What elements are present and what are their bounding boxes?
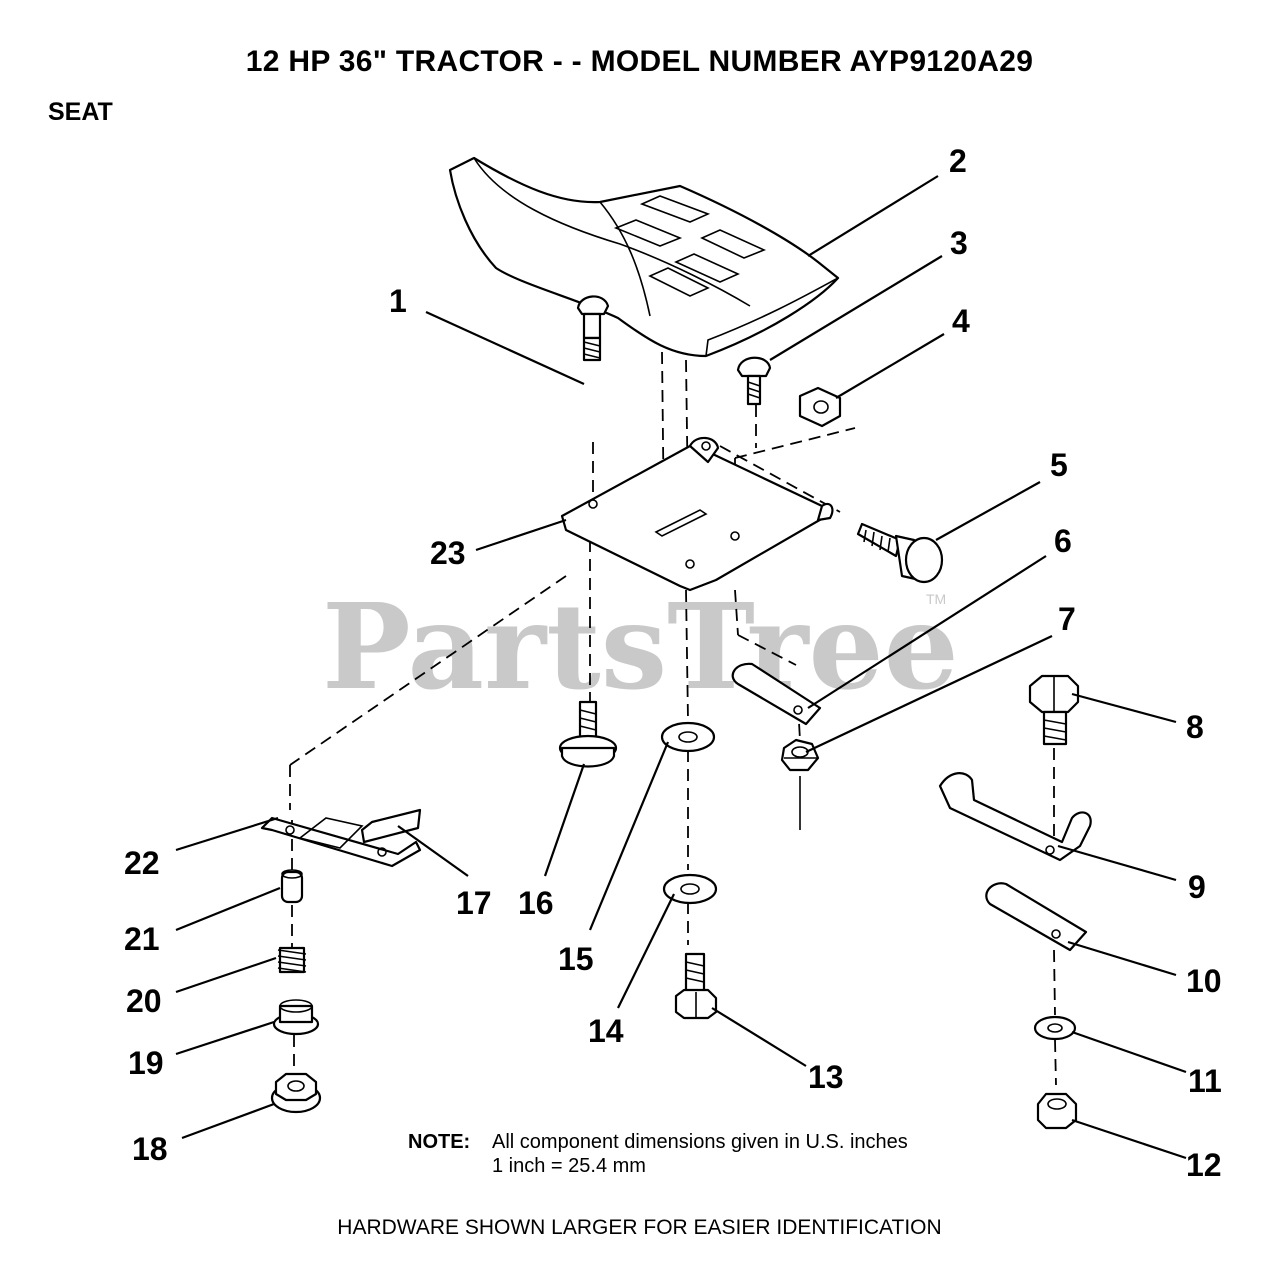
pad-part	[360, 808, 422, 844]
washer-right-part	[1033, 1015, 1077, 1041]
callout-22: 22	[124, 845, 160, 881]
callout-19: 19	[128, 1045, 164, 1081]
section-label: SEAT	[48, 98, 113, 126]
callout-5: 5	[1050, 447, 1068, 483]
callout-13: 13	[808, 1059, 844, 1095]
callout-1: 1	[389, 283, 407, 319]
leader-lines	[175, 175, 1187, 1160]
callout-6: 6	[1054, 523, 1072, 559]
bushing-part	[272, 999, 320, 1036]
callout-8: 8	[1186, 709, 1204, 745]
assembly-dash-lines	[289, 351, 1057, 1086]
callout-11: 11	[1188, 1063, 1222, 1099]
callout-17: 17	[456, 885, 492, 921]
washer-upper-part	[660, 721, 716, 753]
note-line-1: All component dimensions given in U.S. i…	[492, 1131, 908, 1153]
lock-nut-right-part	[1036, 1092, 1078, 1130]
hex-bolt-large-part	[1028, 674, 1080, 746]
callout-18: 18	[132, 1131, 168, 1167]
clip-part	[731, 662, 822, 726]
callout-14: 14	[588, 1013, 624, 1049]
callout-7: 7	[1058, 601, 1076, 637]
note-label: NOTE:	[408, 1131, 471, 1153]
callout-21: 21	[124, 921, 160, 957]
callout-2: 2	[949, 143, 967, 179]
flange-nut-part	[270, 1072, 322, 1114]
seat-plate-part	[560, 436, 834, 592]
nut-part	[798, 386, 842, 428]
screw-part	[736, 356, 772, 406]
seat-part	[448, 156, 840, 358]
spring-part	[277, 946, 307, 974]
callout-23: 23	[430, 535, 466, 571]
watermark-text: PartsTree	[322, 577, 959, 716]
bracket-part	[938, 772, 1092, 862]
callout-12: 12	[1186, 1147, 1222, 1183]
callout-4: 4	[952, 303, 970, 339]
carriage-bolt-part	[576, 295, 610, 362]
clip-lower-part	[985, 882, 1088, 952]
page-title: 12 HP 36" TRACTOR - - MODEL NUMBER AYP91…	[245, 45, 1034, 78]
lock-nut-part	[780, 738, 820, 830]
flange-bolt-part	[558, 700, 618, 768]
callout-20: 20	[126, 983, 162, 1019]
callout-10: 10	[1186, 963, 1222, 999]
note-line-2: 1 inch = 25.4 mm	[492, 1155, 646, 1177]
shoulder-bolt-part	[856, 522, 944, 584]
callout-9: 9	[1188, 869, 1206, 905]
footer-caption: HARDWARE SHOWN LARGER FOR EASIER IDENTIF…	[337, 1216, 942, 1239]
washer-lower-part	[662, 873, 718, 905]
note-block: NOTE: All component dimensions given in U…	[408, 1130, 908, 1178]
callout-3: 3	[950, 225, 968, 261]
slide-plate-part	[260, 816, 422, 868]
hex-bolt-small-part	[674, 952, 718, 1020]
pin-part	[280, 869, 304, 904]
watermark-trademark: TM	[926, 591, 946, 607]
callout-16: 16	[518, 885, 554, 921]
callout-15: 15	[558, 941, 594, 977]
